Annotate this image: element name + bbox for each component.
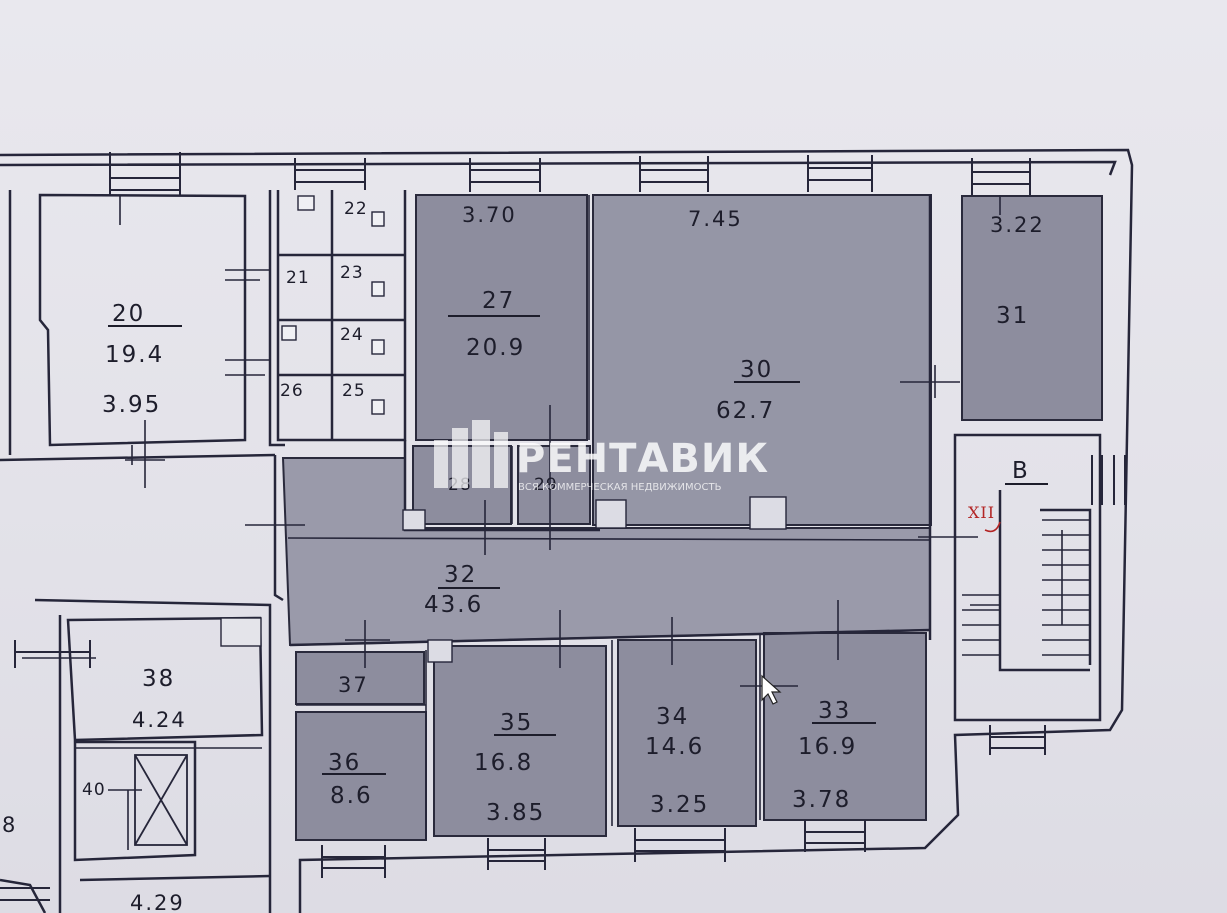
room-26-number: 26 — [280, 381, 304, 401]
interior-lines — [75, 195, 1001, 840]
room-23-number: 23 — [340, 263, 364, 283]
highlighted-rooms — [281, 194, 1103, 841]
room-38-number: 38 — [142, 666, 175, 692]
room-30-dimension: 7.45 — [688, 207, 743, 231]
room-35-area: 16.8 — [474, 750, 533, 776]
room-34-fill[interactable] — [617, 639, 757, 827]
room-38-area: 4.24 — [132, 708, 187, 732]
room-20-area: 19.4 — [105, 342, 164, 368]
room-33-area: 16.9 — [798, 734, 857, 760]
watermark-tagline: ВСЯ КОММЕРЧЕСКАЯ НЕДВИЖИМОСТЬ — [518, 482, 722, 493]
room-33-height: 3.78 — [792, 787, 851, 813]
room-37-fill[interactable] — [295, 651, 425, 705]
room-25-number: 25 — [342, 381, 366, 401]
room-31-number: 31 — [996, 303, 1029, 329]
walls — [0, 148, 1134, 913]
room-36-number: 36 — [328, 750, 361, 776]
room-27-area: 20.9 — [466, 335, 525, 361]
windows — [0, 152, 1126, 901]
fixtures — [220, 195, 787, 663]
room-30-area: 62.7 — [716, 398, 775, 424]
room-27-dimension: 3.70 — [462, 203, 517, 227]
elevator-shaft — [134, 754, 188, 846]
room-labels: 20 19.4 3.95 22 21 23 24 26 25 3.70 27 2… — [2, 199, 1048, 913]
room-34-number: 34 — [656, 704, 689, 730]
edge-label: 8 — [2, 813, 17, 837]
watermark: РЕНТАВИК ВСЯ КОММЕРЧЕСКАЯ НЕДВИЖИМОСТЬ — [434, 420, 769, 493]
room-36-fill[interactable] — [295, 711, 427, 841]
room-34-height: 3.25 — [650, 792, 709, 818]
watermark-building-icon — [434, 420, 508, 488]
room-20-height: 3.95 — [102, 392, 161, 418]
room-40-number: 40 — [82, 780, 106, 800]
room-35-fill[interactable] — [433, 645, 607, 837]
room-29-number: 29 — [534, 475, 558, 495]
room-27-number: 27 — [482, 288, 515, 314]
staircase — [962, 519, 1090, 656]
room-20-number: 20 — [112, 301, 145, 327]
room-33-number: 33 — [818, 698, 851, 724]
bottom-dimension: 4.29 — [130, 891, 185, 913]
cursor-icon — [761, 674, 782, 705]
room-30-fill[interactable] — [592, 194, 932, 526]
stair-label: В — [1012, 458, 1030, 484]
door-marks — [22, 269, 1063, 850]
watermark-brand: РЕНТАВИК — [516, 436, 769, 482]
room-27-fill[interactable] — [415, 194, 588, 441]
room-31-dimension: 3.22 — [990, 213, 1045, 237]
room-34-area: 14.6 — [645, 734, 704, 760]
room-35-height: 3.85 — [486, 800, 545, 826]
stair-mark: XII — [968, 503, 995, 522]
room-32-area: 43.6 — [424, 592, 483, 618]
room-35-number: 35 — [500, 710, 533, 736]
stair-mark-bracket — [984, 521, 1001, 533]
room-31-fill[interactable] — [961, 195, 1103, 421]
room-36-area: 8.6 — [330, 783, 373, 809]
room-30-number: 30 — [740, 357, 773, 383]
room-24-number: 24 — [340, 325, 364, 345]
room-21-number: 21 — [286, 268, 310, 288]
room-32-number: 32 — [444, 562, 477, 588]
room-22-number: 22 — [344, 199, 368, 219]
room-37-number: 37 — [338, 673, 369, 697]
room-29-fill[interactable] — [517, 445, 591, 525]
